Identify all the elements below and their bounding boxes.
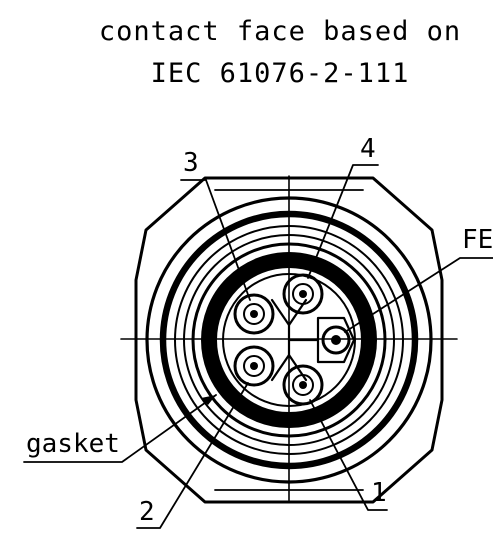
leader-pin-2 — [136, 382, 249, 529]
contact-pin-1 — [282, 364, 324, 406]
label-fe: FE — [462, 225, 493, 255]
label-pin-1: 1 — [371, 478, 387, 508]
leader-lines — [23, 164, 493, 529]
leader-pin-3 — [180, 179, 251, 301]
title-line-2: IEC 61076-2-111 — [151, 58, 410, 89]
contact-pin-4 — [282, 273, 324, 315]
label-pin-4: 4 — [360, 134, 376, 164]
label-gasket: gasket — [26, 429, 120, 459]
leader-pin-1 — [309, 399, 388, 511]
leader-pin-4 — [307, 164, 379, 279]
hex-housing — [134, 176, 444, 504]
contact-pin-fe — [321, 325, 351, 355]
housing-rings — [145, 196, 433, 484]
label-pin-2: 2 — [139, 497, 155, 527]
contact-pin-3 — [233, 293, 275, 335]
leader-gasket — [23, 394, 217, 463]
insert-divider — [270, 298, 356, 382]
gasket-ring — [201, 252, 377, 428]
title-line-1: contact face based on — [99, 16, 461, 47]
label-pin-3: 3 — [183, 148, 199, 178]
leader-pin-fe — [344, 257, 493, 333]
gasket-arrowhead — [201, 395, 216, 405]
contact-pin-2 — [233, 345, 275, 387]
